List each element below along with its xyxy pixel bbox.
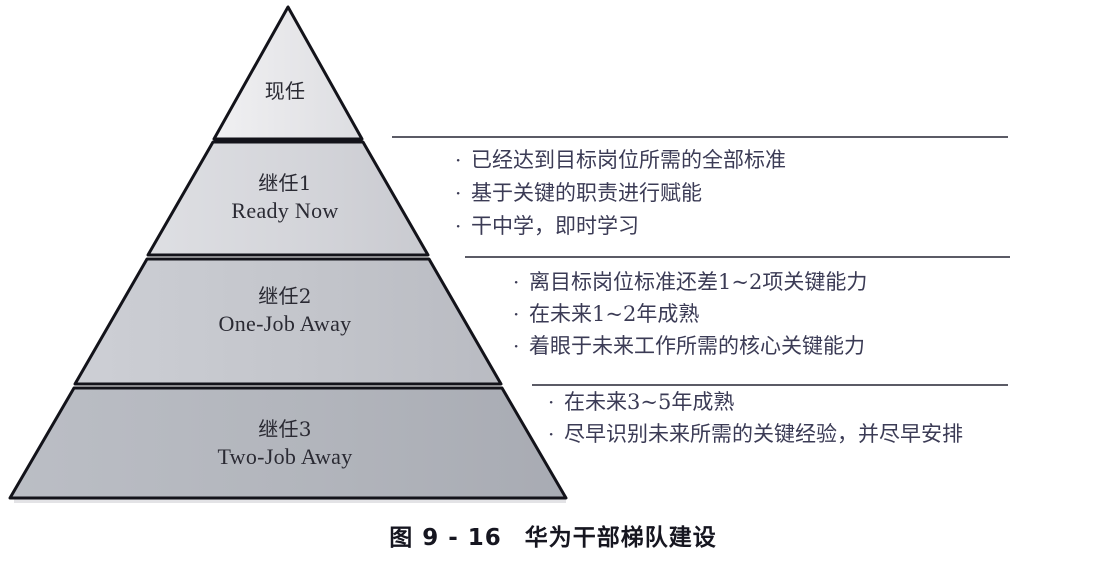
pyramid-label-successor-3: 继任3 Two-Job Away [180, 417, 390, 470]
pyramid-label-current: 现任 [180, 79, 390, 104]
bullet-dot-icon: · [513, 334, 520, 358]
figure-caption: 图 9 - 16 华为干部梯队建设 [0, 518, 1106, 552]
tier-label-cn: 继任2 [258, 284, 312, 308]
bullet-item: · 离目标岗位标准还差1~2项关键能力 [513, 272, 867, 293]
tier-label-cn: 继任3 [258, 417, 312, 441]
bullet-item: · 在未来3~5年成熟 [548, 392, 963, 413]
bullet-text: 在未来1~2年成熟 [529, 302, 700, 326]
tier-label-cn: 继任1 [258, 171, 312, 195]
bullet-dot-icon: · [455, 181, 462, 205]
separator-rule-bottom [532, 384, 1008, 386]
detail-block-one-job-away: · 离目标岗位标准还差1~2项关键能力 · 在未来1~2年成熟 · 着眼于未来工… [513, 272, 867, 368]
tier-label-en: Two-Job Away [217, 443, 353, 469]
bullet-text: 已经达到目标岗位所需的全部标准 [471, 148, 786, 172]
bullet-item: · 在未来1~2年成熟 [513, 304, 867, 325]
pyramid-tier-current [212, 5, 364, 141]
detail-block-two-job-away: · 在未来3~5年成熟 · 尽早识别未来所需的关键经验，并尽早安排 [548, 392, 963, 456]
bullet-dot-icon: · [548, 390, 555, 414]
bullet-text: 干中学，即时学习 [471, 214, 639, 238]
bullet-item: · 尽早识别未来所需的关键经验，并尽早安排 [548, 424, 963, 445]
bullet-text: 基于关键的职责进行赋能 [471, 181, 702, 205]
bullet-text: 离目标岗位标准还差1~2项关键能力 [529, 270, 868, 294]
bullet-text: 尽早识别未来所需的关键经验，并尽早安排 [564, 422, 963, 446]
bullet-dot-icon: · [455, 148, 462, 172]
bullet-dot-icon: · [455, 214, 462, 238]
separator-rule-middle [465, 256, 1010, 258]
bullet-text: 在未来3~5年成熟 [564, 390, 735, 414]
base-shadow [14, 499, 566, 503]
tier-label-cn: 现任 [264, 79, 306, 103]
bullet-item: · 干中学，即时学习 [455, 216, 786, 237]
separator-rule-top [392, 136, 1008, 138]
bullet-text: 着眼于未来工作所需的核心关键能力 [529, 334, 865, 358]
bullet-item: · 着眼于未来工作所需的核心关键能力 [513, 336, 867, 357]
bullet-dot-icon: · [513, 302, 520, 326]
caption-title: 华为干部梯队建设 [524, 525, 717, 551]
pyramid-label-successor-1: 继任1 Ready Now [180, 171, 390, 224]
tier-label-en: Ready Now [231, 197, 339, 223]
bullet-item: · 已经达到目标岗位所需的全部标准 [455, 150, 786, 171]
bullet-item: · 基于关键的职责进行赋能 [455, 183, 786, 204]
bullet-dot-icon: · [513, 270, 520, 294]
pyramid-label-successor-2: 继任2 One-Job Away [180, 284, 390, 337]
detail-block-ready-now: · 已经达到目标岗位所需的全部标准 · 基于关键的职责进行赋能 · 干中学，即时… [455, 150, 786, 249]
caption-number: 图 9 - 16 [389, 525, 502, 551]
bullet-dot-icon: · [548, 422, 555, 446]
tier-label-en: One-Job Away [218, 310, 352, 336]
